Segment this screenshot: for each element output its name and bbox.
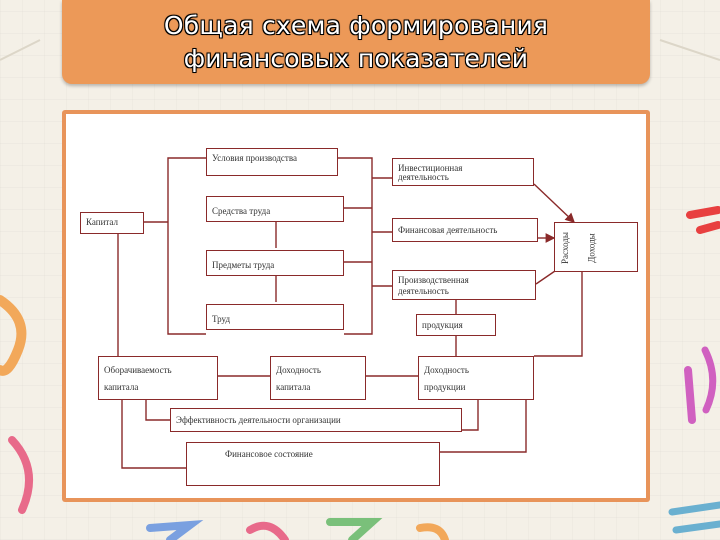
capital-profitability-label-2: капитала: [276, 382, 311, 392]
production-activity-box: Производственная деятельность: [392, 270, 536, 300]
product-profitability-label-1: Доходность: [424, 365, 469, 375]
investment-label-2: деятельность: [398, 172, 449, 182]
product-label: продукция: [422, 320, 463, 330]
production-label-2: деятельность: [398, 286, 449, 296]
title-line-2: финансовых показателей: [183, 44, 529, 73]
capital-profitability-box: Доходность капитала: [270, 356, 366, 400]
product-profitability-label-2: продукции: [424, 382, 466, 392]
diagram-panel: [62, 110, 650, 502]
product-box: продукция: [416, 314, 496, 336]
conditions-label: Условия производства: [212, 153, 297, 163]
efficiency-box: Эффективность деятельности организации: [170, 408, 462, 432]
conditions-box: Условия производства: [206, 148, 338, 176]
objects-label: Предметы труда: [212, 260, 275, 270]
product-profitability-box: Доходность продукции: [418, 356, 534, 400]
income-label: Доходы: [586, 233, 597, 263]
financial-state-label: Финансовое состояние: [225, 449, 313, 459]
turnover-label-1: Оборачиваемость: [104, 365, 172, 375]
financial-state-box: Финансовое состояние: [186, 442, 440, 486]
capital-label: Капитал: [86, 217, 119, 227]
means-label: Средства труда: [212, 206, 271, 216]
objects-box: Предметы труда: [206, 250, 344, 276]
production-label-1: Производственная: [398, 275, 469, 285]
diagram-canvas: [66, 114, 646, 498]
labor-label: Труд: [212, 314, 231, 324]
title-banner: Общая схема формирования финансовых пока…: [62, 0, 650, 84]
capital-turnover-box: Оборачиваемость капитала: [98, 356, 218, 400]
labor-box: Труд: [206, 304, 344, 330]
means-box: Средства труда: [206, 196, 344, 222]
title-line-1: Общая схема формирования: [163, 11, 549, 40]
turnover-label-2: капитала: [104, 382, 139, 392]
efficiency-label: Эффективность деятельности организации: [176, 415, 341, 425]
expenses-label: Расходы: [559, 232, 570, 264]
investment-label-1: Инвестиционная: [398, 163, 463, 173]
capital-box: Капитал: [80, 212, 144, 234]
financial-activity-box: Финансовая деятельность: [392, 218, 538, 242]
investment-activity-box: Инвестиционная деятельность: [392, 158, 534, 186]
financial-activity-label: Финансовая деятельность: [398, 225, 498, 235]
capital-profitability-label-1: Доходность: [276, 365, 321, 375]
expenses-income-box: Расходы Доходы: [554, 222, 638, 272]
